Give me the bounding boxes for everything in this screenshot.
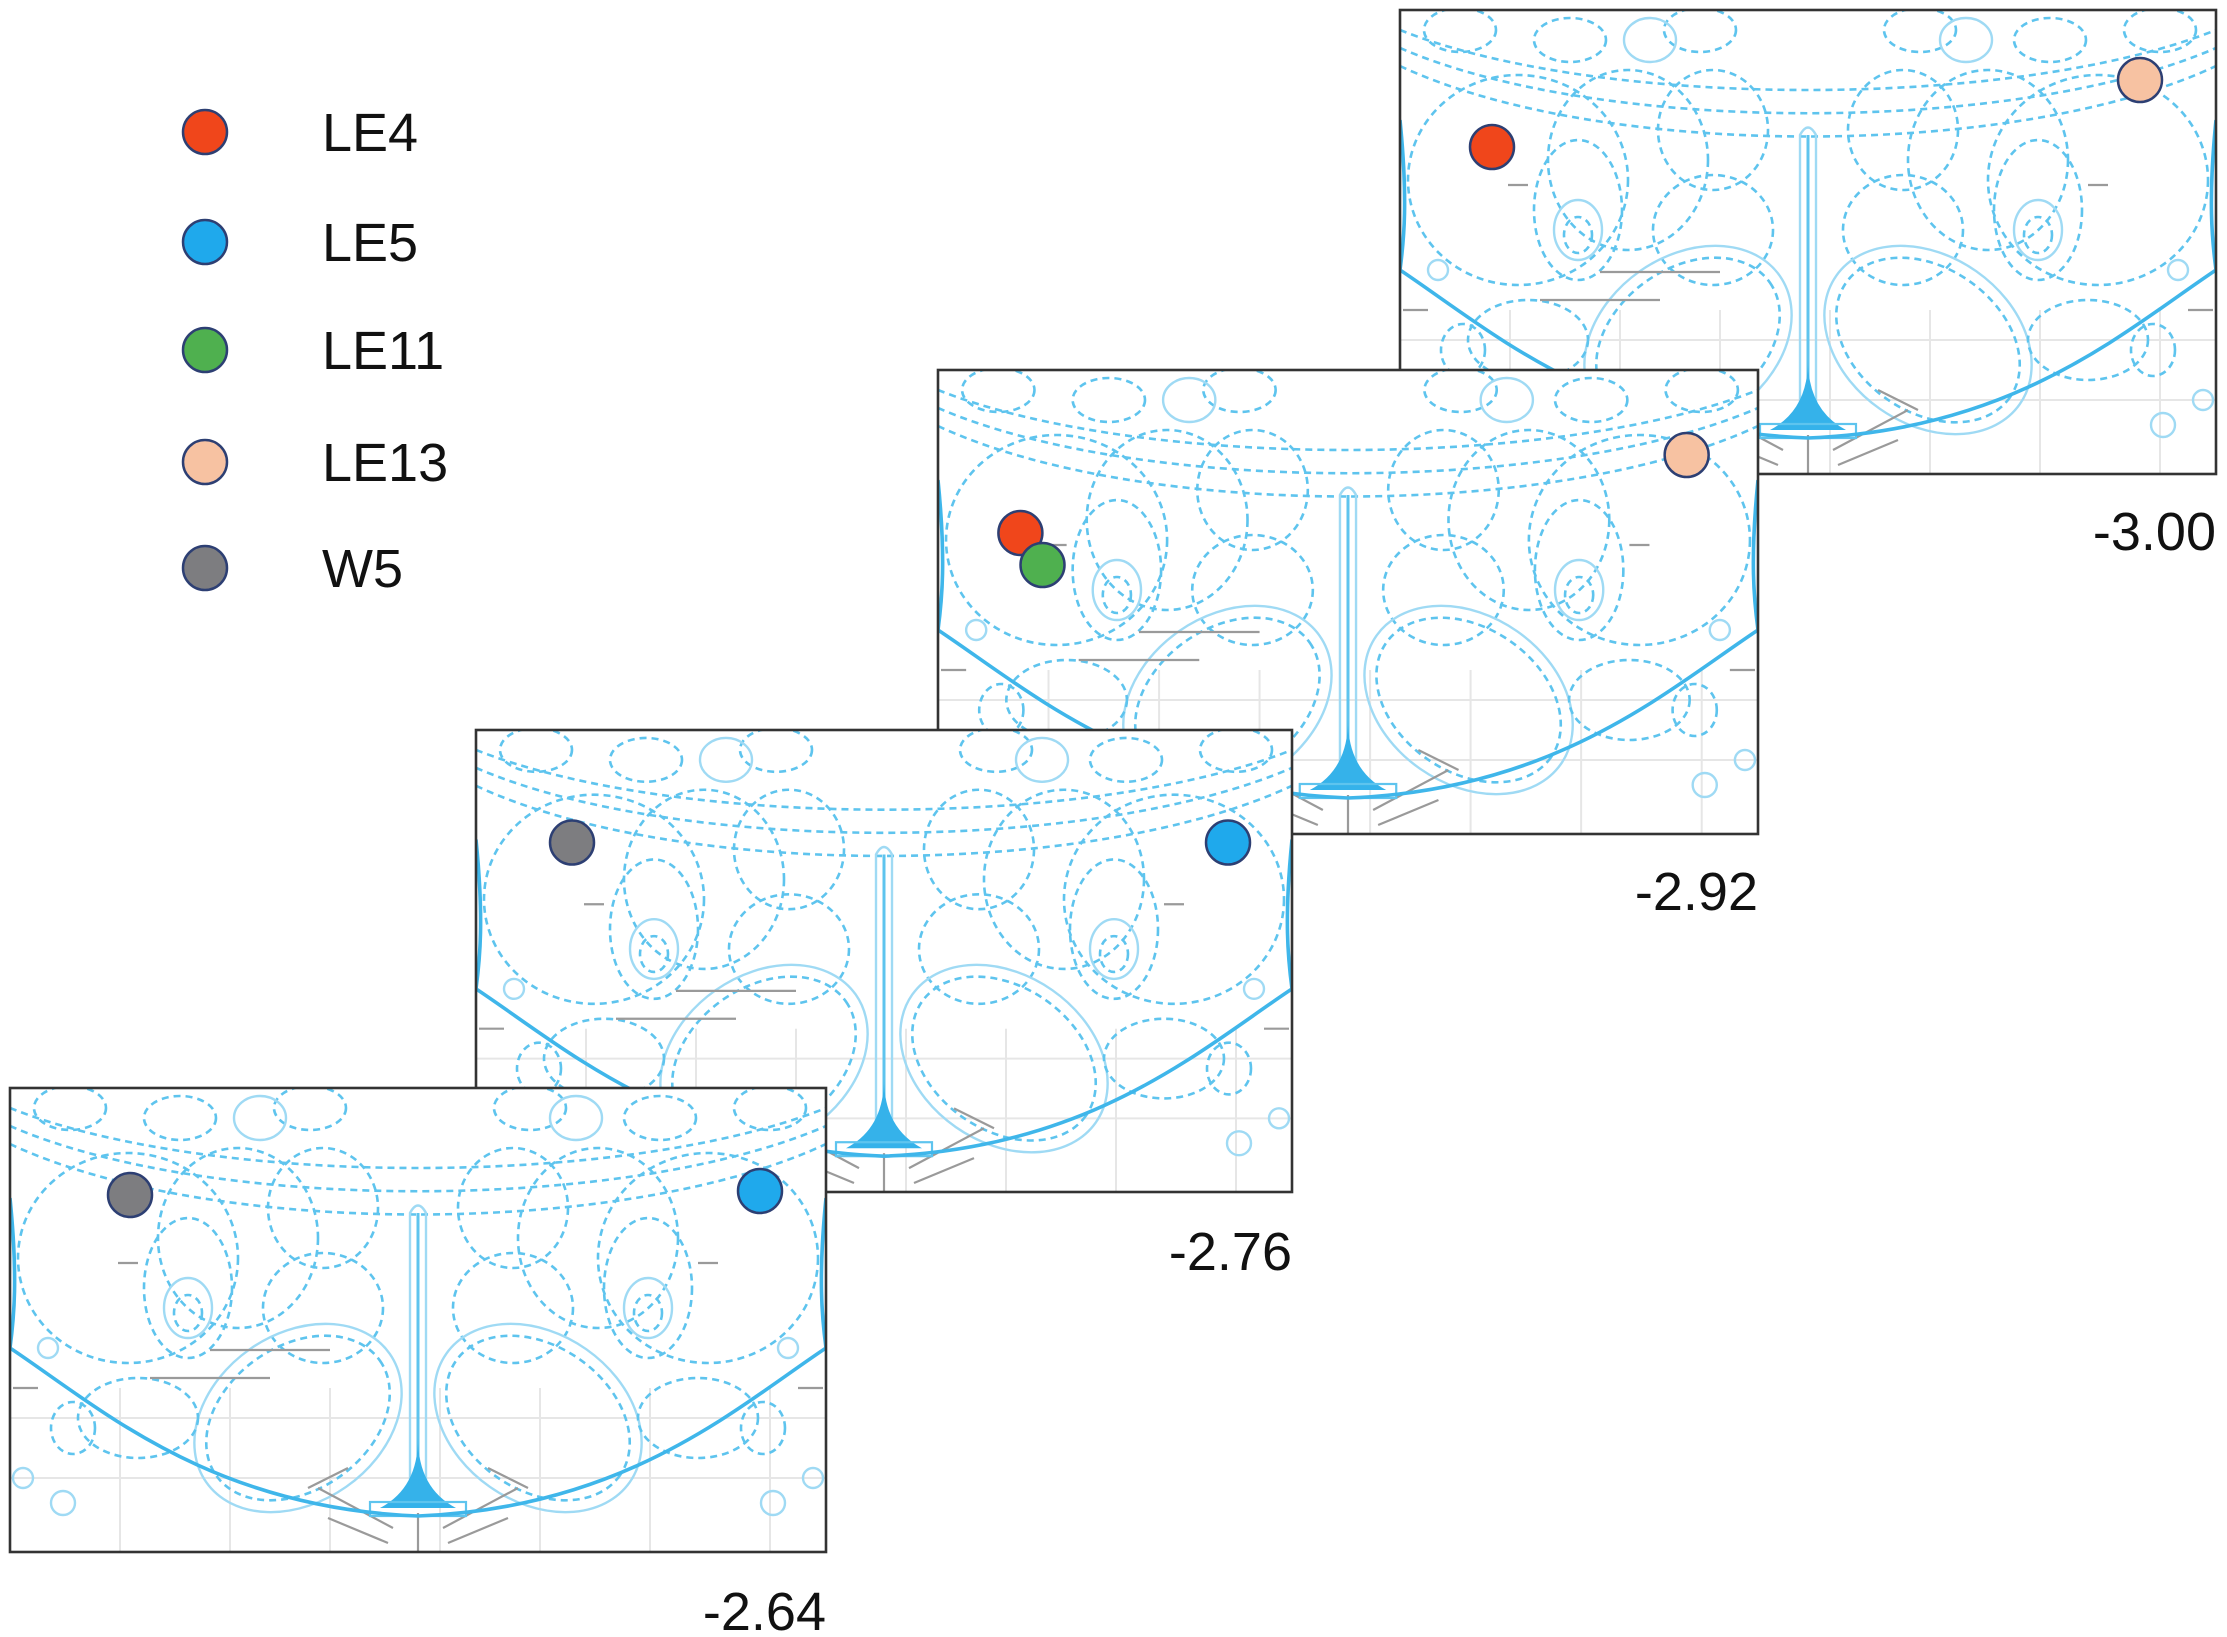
- panel-frame: [474, 728, 1294, 1194]
- legend-marker-le5: [181, 218, 229, 266]
- section-panel: -2.64: [8, 1086, 828, 1637]
- panel-frame: [1398, 8, 2218, 476]
- legend-marker-w5: [181, 544, 229, 592]
- section-coordinate: -2.92: [1635, 862, 1758, 922]
- marker-w5: [106, 1171, 154, 1219]
- legend-marker-le13: [181, 438, 229, 486]
- legend-marker-le4: [181, 108, 229, 156]
- marker-le4: [1468, 123, 1516, 171]
- marker-le5: [1204, 819, 1252, 866]
- legend-label: LE5: [322, 213, 418, 273]
- panel-frame: [936, 368, 1760, 836]
- section-panels: -3.00 -2.92 -2.76 -2.64: [8, 8, 2218, 1637]
- marker-w5: [548, 819, 596, 866]
- legend-label: W5: [322, 539, 403, 599]
- legend-marker-le11: [181, 326, 229, 374]
- legend-label: LE13: [322, 433, 448, 493]
- legend-item: W5: [181, 539, 403, 599]
- marker-le13: [2116, 56, 2164, 104]
- marker-le5: [736, 1167, 784, 1215]
- section-coordinate: -2.76: [1169, 1222, 1292, 1282]
- section-coordinate: -2.64: [703, 1582, 826, 1637]
- section-coordinate: -3.00: [2093, 502, 2216, 562]
- legend-item: LE4: [181, 103, 418, 163]
- marker-le4: [997, 509, 1044, 557]
- marker-le13: [1663, 431, 1710, 479]
- legend-item: LE13: [181, 433, 448, 493]
- legend-item: LE5: [181, 213, 418, 273]
- marker-le11: [1019, 541, 1066, 589]
- legend-label: LE4: [322, 103, 418, 163]
- panel-frame: [8, 1086, 828, 1554]
- legend-label: LE11: [322, 321, 444, 381]
- legend-item: LE11: [181, 321, 444, 381]
- atlas-drawing: [10, 1088, 826, 1552]
